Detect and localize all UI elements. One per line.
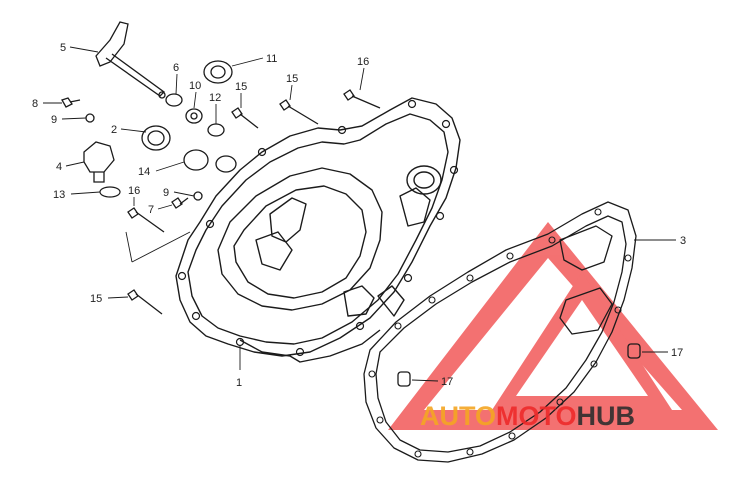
watermark-triangle-inner (492, 272, 672, 410)
gasket-bolt-holes (368, 208, 632, 458)
callout-16b: 16 (357, 56, 369, 68)
callout-1: 1 (236, 377, 242, 389)
watermark-text: AUTOMOTOHUB (420, 401, 635, 431)
svg-text:AUTOMOTOHUB: AUTOMOTOHUB (420, 401, 635, 431)
crankcase-cover (175, 97, 461, 363)
gasket (363, 201, 637, 463)
callout-8: 8 (32, 98, 38, 110)
callout-12: 12 (209, 92, 221, 104)
callout-7: 7 (148, 204, 154, 216)
cover-bolt-holes (177, 99, 459, 357)
callout-10: 10 (189, 80, 201, 92)
callout-15c: 15 (286, 73, 298, 85)
bolts (61, 89, 381, 315)
callout-13: 13 (53, 189, 65, 201)
callout-15b: 15 (235, 81, 247, 93)
callout-4: 4 (56, 161, 62, 173)
callout-11: 11 (266, 53, 277, 65)
oil-filler-cap-4 (83, 141, 115, 183)
callout-9b: 9 (163, 187, 169, 199)
oring-13 (99, 186, 121, 198)
callout-leaders (43, 46, 676, 382)
callout-2: 2 (111, 124, 117, 136)
dowel-pins-17 (397, 343, 641, 387)
callout-9a: 9 (51, 114, 57, 126)
watermark-moto: MOTO (496, 401, 577, 431)
callout-6: 6 (173, 62, 179, 74)
callout-17b: 17 (671, 347, 683, 359)
callout-5: 5 (60, 42, 66, 54)
watermark-auto: AUTO (420, 401, 496, 431)
callout-17a: 17 (441, 376, 453, 388)
callout-labels: 1 2 3 4 5 6 7 8 9 9 10 11 12 13 14 15 15… (32, 42, 686, 389)
callout-15a: 15 (90, 293, 102, 305)
watermark-hub: HUB (577, 401, 636, 431)
watermark-triangle-outer (388, 222, 718, 430)
washers-seals (85, 60, 237, 201)
kick-lever (95, 21, 166, 99)
callout-16a: 16 (128, 185, 140, 197)
callout-3: 3 (680, 235, 686, 247)
oil-seal-2 (141, 125, 171, 151)
callout-14: 14 (138, 166, 150, 178)
watermark-logo (388, 222, 718, 430)
